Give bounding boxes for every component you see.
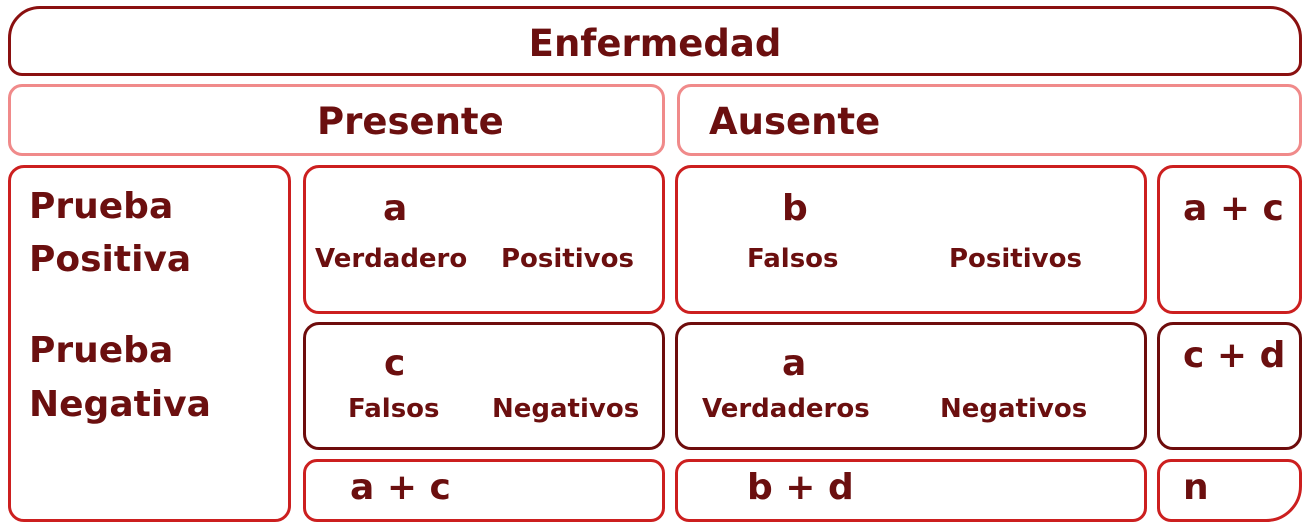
grand-total-label: n — [1183, 467, 1209, 508]
cell-tp-letter: a — [383, 188, 408, 229]
cell-fp-letter: b — [782, 188, 808, 229]
row-total-negative-label: c + d — [1183, 335, 1286, 376]
cell-false-negative: c Falsos Negativos — [303, 322, 665, 450]
row-positive-line2: Positiva — [29, 239, 192, 280]
header-present: Presente — [8, 84, 665, 156]
col-total-absent-label: b + d — [747, 467, 854, 508]
cell-fp-word2: Positivos — [949, 244, 1082, 274]
header-present-label: Presente — [317, 100, 504, 143]
row-total-positive: a + c — [1157, 165, 1302, 314]
cell-false-positive: b Falsos Positivos — [675, 165, 1147, 314]
diagram-title: Enfermedad — [528, 22, 782, 65]
cell-fn-word2: Negativos — [492, 394, 640, 424]
grand-total: n — [1157, 459, 1302, 522]
row-negative-line2: Negativa — [29, 384, 211, 425]
row-positive-line1: Prueba — [29, 186, 174, 227]
cell-fn-letter: c — [384, 343, 406, 384]
row-total-negative: c + d — [1157, 322, 1302, 450]
cell-tn-word1: Verdaderos — [702, 394, 870, 424]
cell-tn-word2: Negativos — [940, 394, 1088, 424]
col-total-absent: b + d — [675, 459, 1147, 522]
title-box: Enfermedad — [8, 6, 1302, 76]
header-absent-label: Ausente — [709, 100, 881, 143]
row-negative-line1: Prueba — [29, 330, 174, 371]
cell-fp-word1: Falsos — [747, 244, 839, 274]
row-total-positive-label: a + c — [1183, 188, 1284, 229]
cell-tp-word1: Verdadero — [315, 244, 468, 274]
cell-fn-word1: Falsos — [348, 394, 440, 424]
cell-true-positive: a Verdadero Positivos — [303, 165, 665, 314]
cell-tn-letter: a — [782, 343, 807, 384]
row-labels-box: Prueba Positiva Prueba Negativa — [8, 165, 291, 522]
header-absent: Ausente — [677, 84, 1302, 156]
col-total-present: a + c — [303, 459, 665, 522]
cell-true-negative: a Verdaderos Negativos — [675, 322, 1147, 450]
cell-tp-word2: Positivos — [501, 244, 634, 274]
col-total-present-label: a + c — [350, 467, 451, 508]
